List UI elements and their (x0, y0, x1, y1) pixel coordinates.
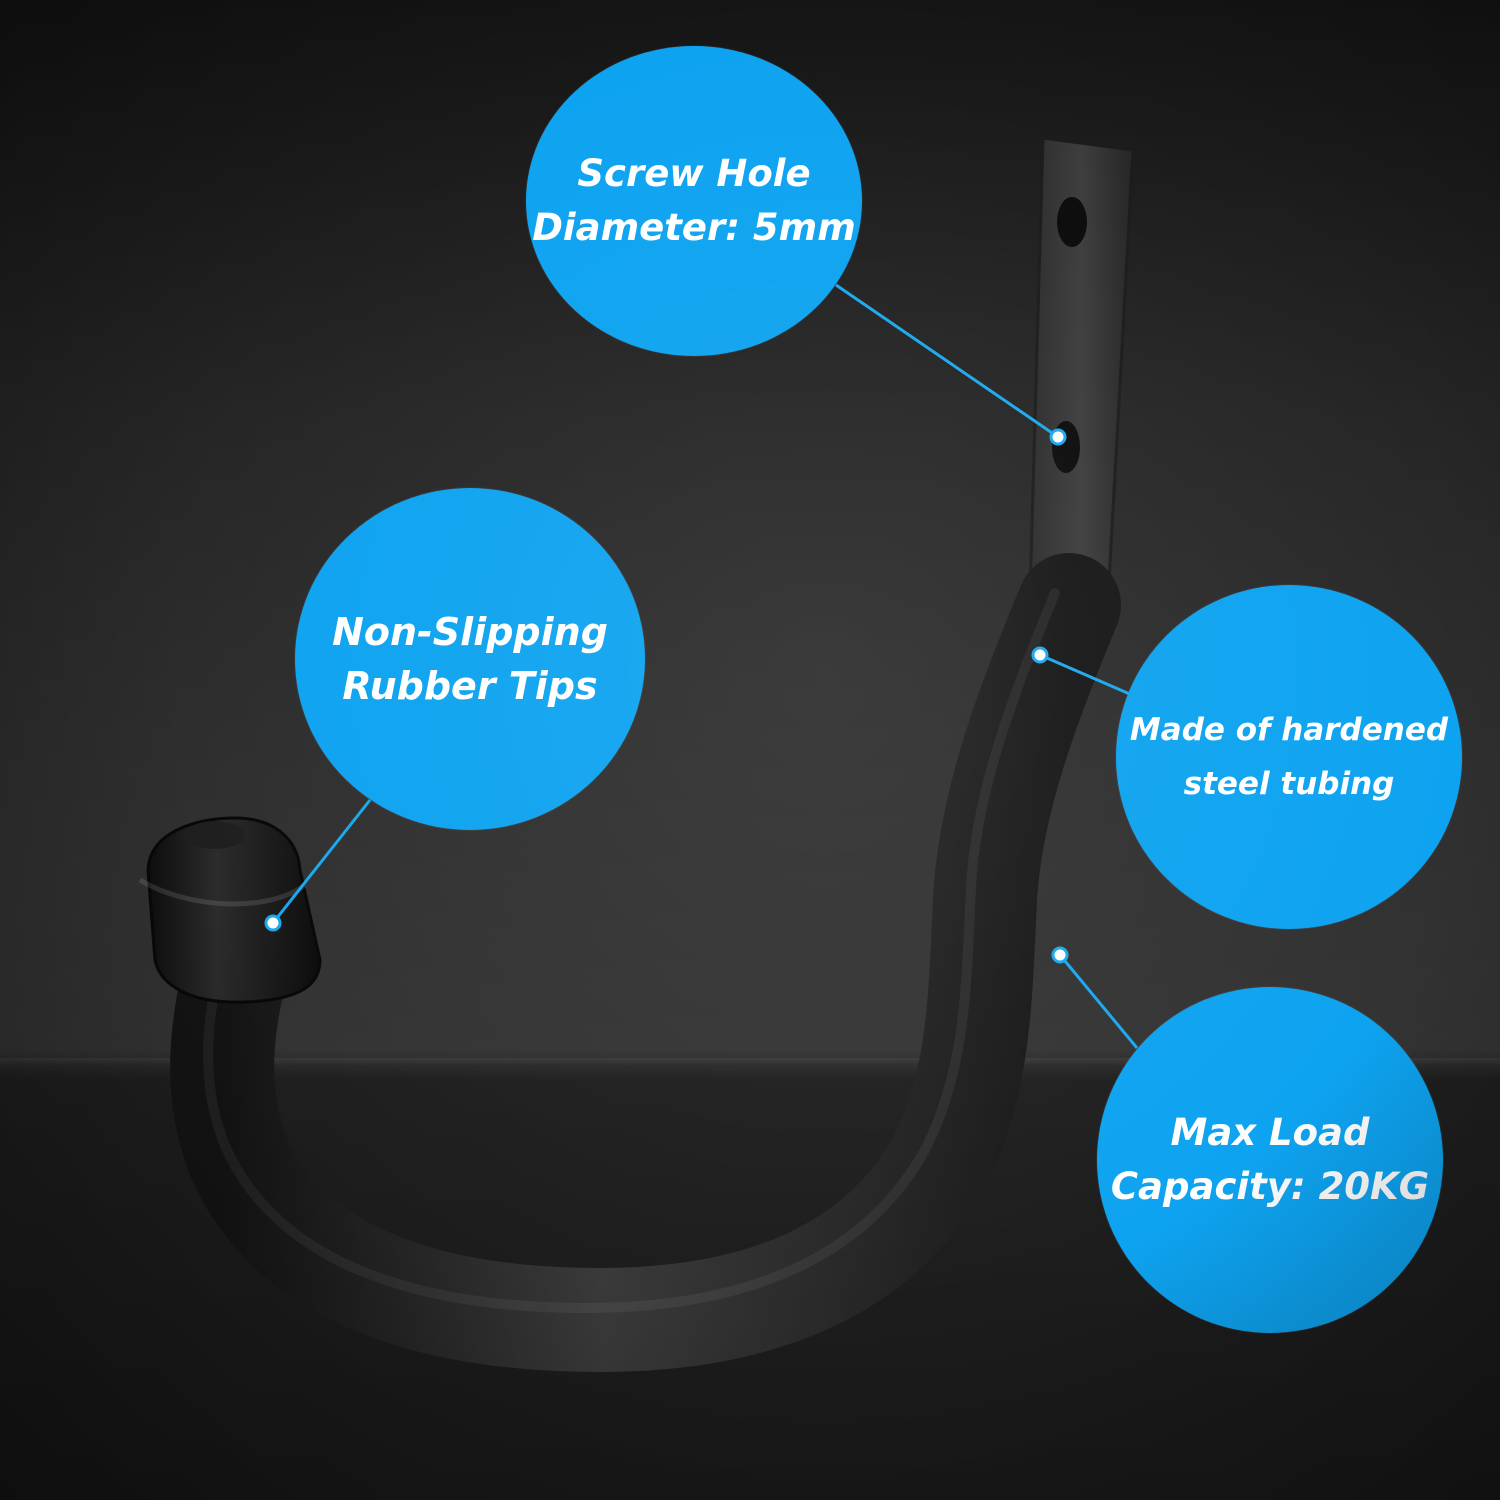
callout-rubber-tips: Non-Slipping Rubber Tips (295, 488, 645, 830)
callout-steel-tubing: Made of hardened steel tubing (1116, 585, 1462, 929)
callout-max-load-line2: Capacity: 20KG (1110, 1165, 1430, 1208)
shelf-edge (0, 1058, 1500, 1066)
screw-hole-top (1057, 197, 1087, 247)
callout-screw-hole-line1: Screw Hole (577, 152, 811, 195)
mounting-plate (1028, 136, 1135, 602)
anchor-dot-screw (1049, 428, 1067, 446)
anchor-dot-tips (264, 914, 282, 932)
callout-steel-tubing-line1: Made of hardened (1129, 712, 1449, 748)
leader-line-tips (271, 799, 372, 924)
callout-max-load: Max Load Capacity: 20KG (1097, 987, 1443, 1333)
anchor-dots (264, 428, 1069, 964)
callout-rubber-tips-line2: Rubber Tips (342, 664, 598, 708)
callout-max-load-line1: Max Load (1170, 1111, 1370, 1154)
hook-tube (170, 553, 1121, 1373)
callout-steel-tubing-line2: steel tubing (1183, 766, 1395, 802)
callout-screw-hole: Screw Hole Diameter: 5mm (526, 46, 862, 356)
leader-line-load (1058, 954, 1139, 1049)
leader-lines (271, 283, 1139, 1049)
callout-screw-hole-line2: Diameter: 5mm (532, 206, 856, 249)
callout-rubber-tips-line1: Non-Slipping (332, 610, 608, 654)
anchor-dot-steel (1031, 646, 1049, 664)
anchor-dot-load (1051, 946, 1069, 964)
leader-line-screw (835, 283, 1059, 439)
leader-line-steel (1039, 653, 1133, 697)
rubber-tip (138, 816, 322, 1004)
